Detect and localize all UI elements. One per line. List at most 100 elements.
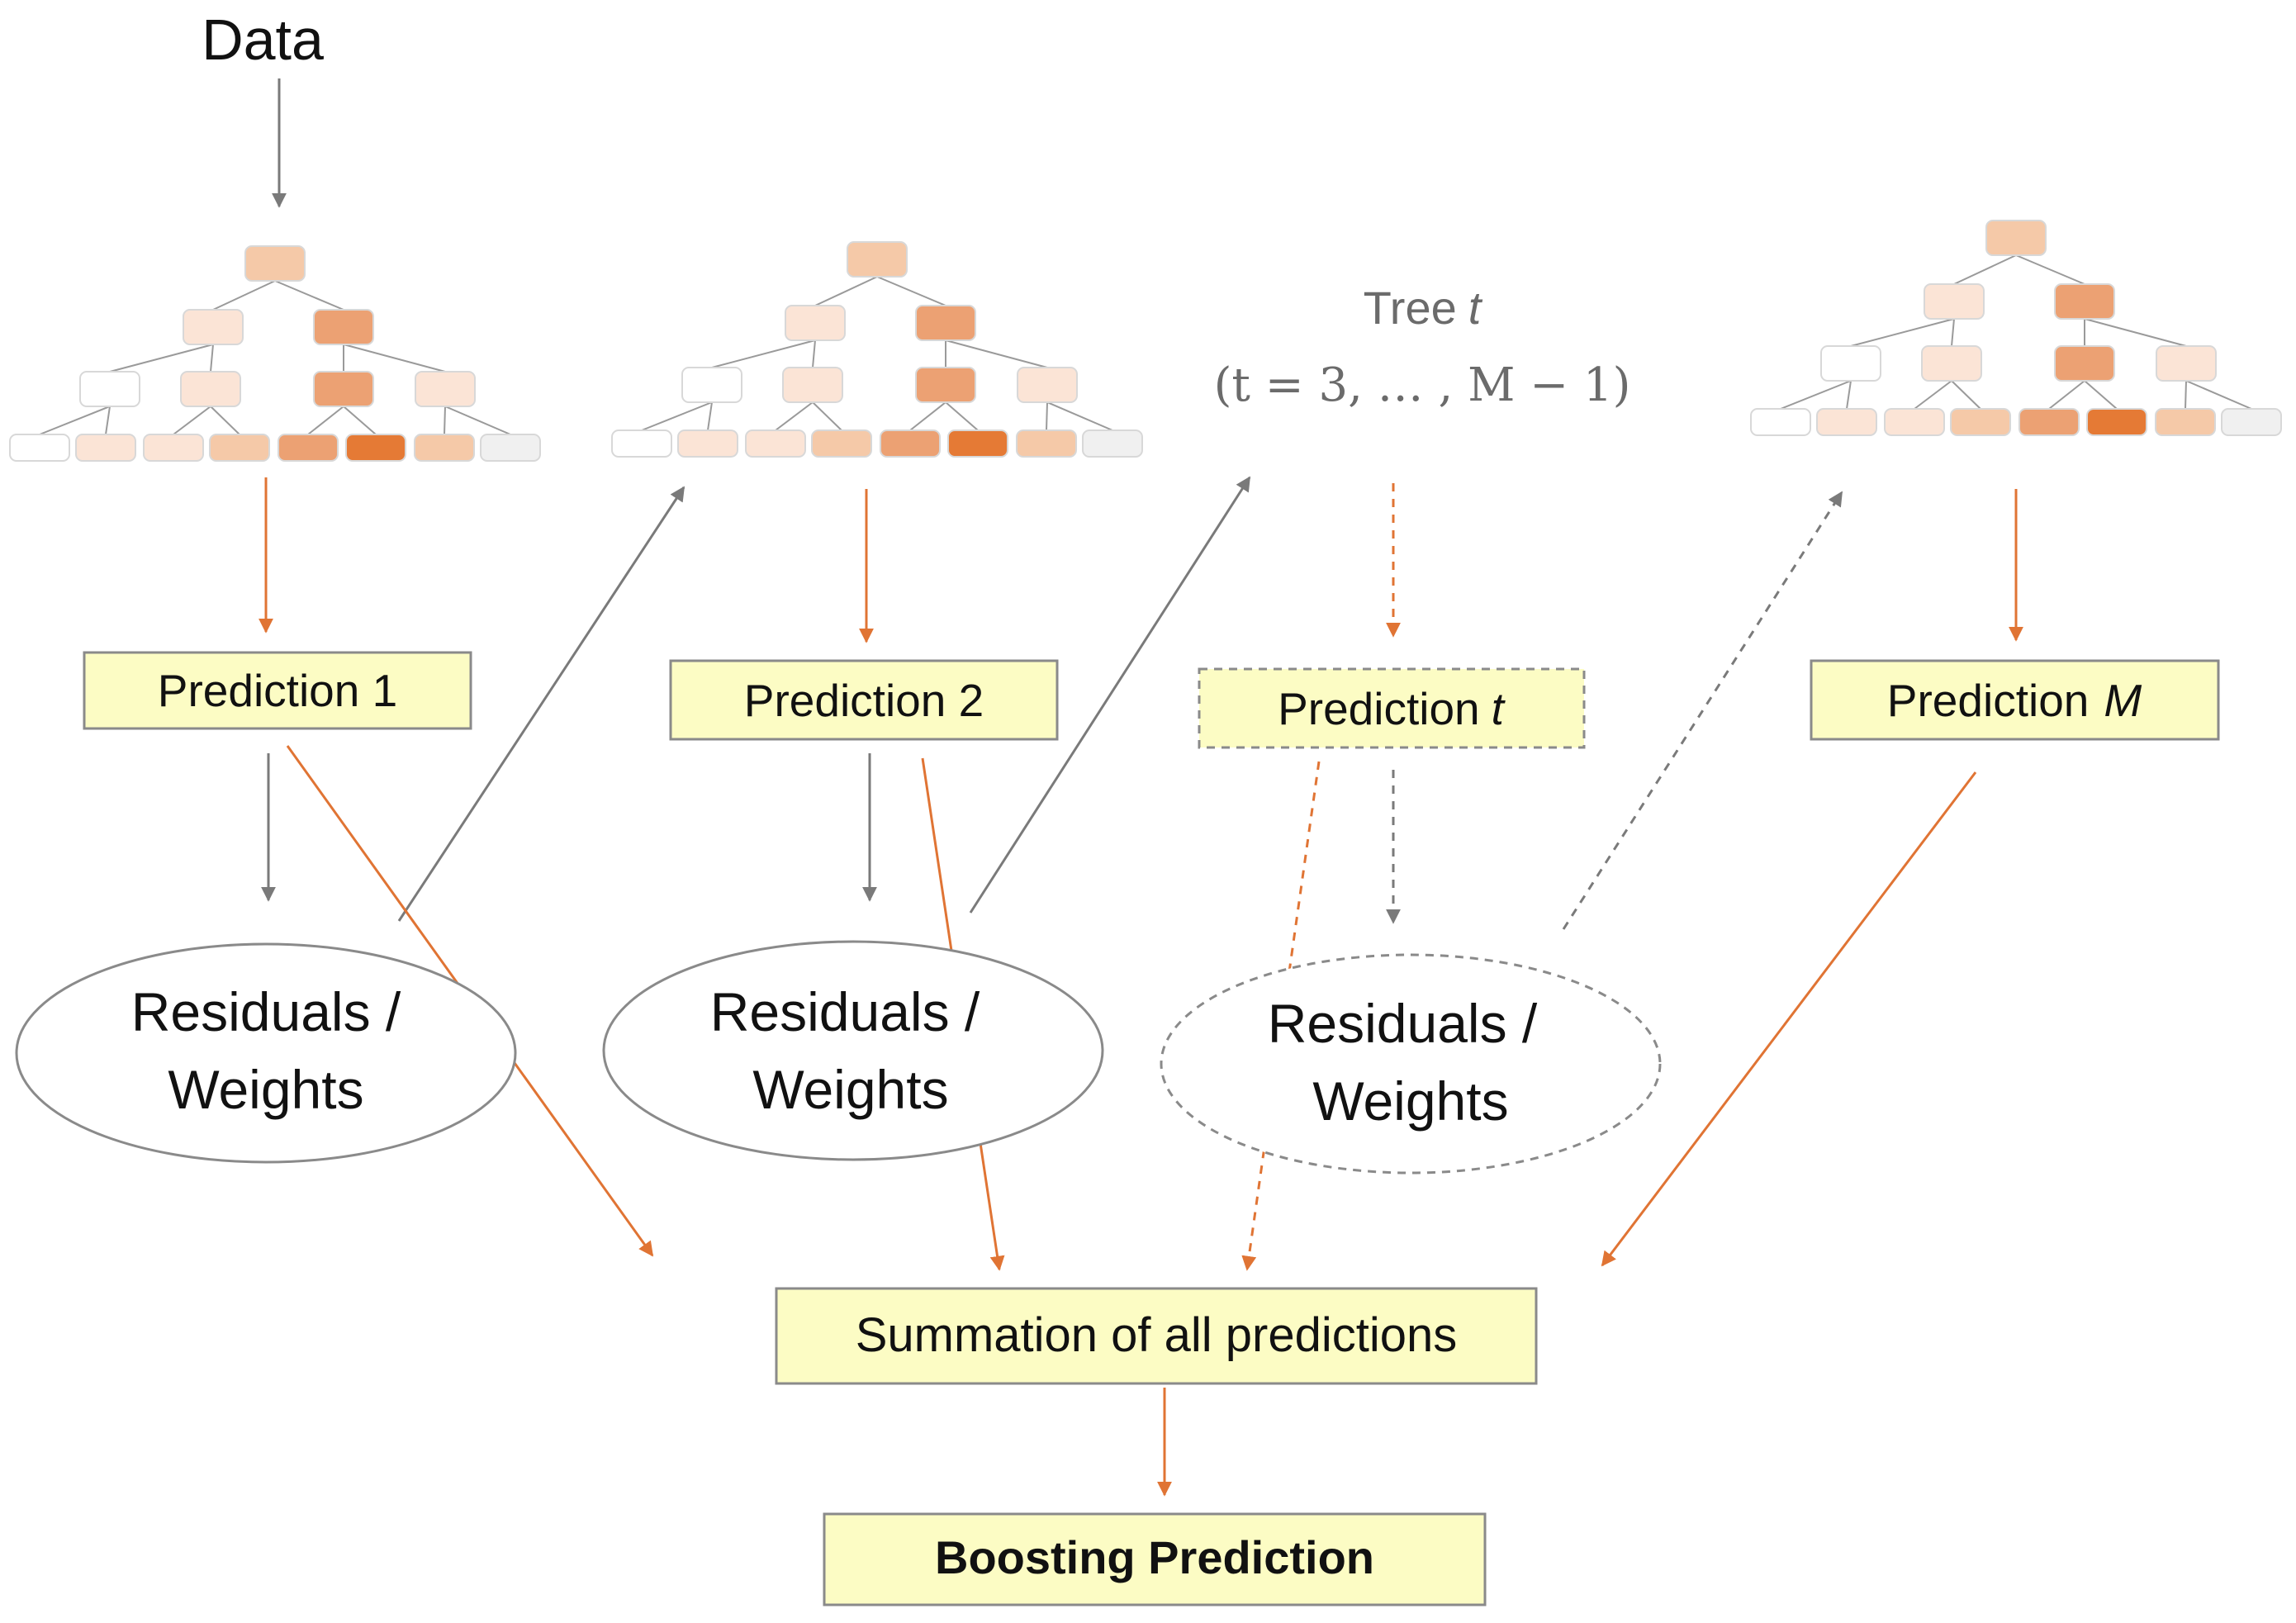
tree-leaf (880, 429, 941, 458)
tree-edge (2048, 380, 2085, 410)
residuals-weights-t: Residuals / Weights (1160, 953, 1662, 1175)
tree-t-word: Tree (1364, 282, 1457, 334)
tree-leaf (947, 429, 1008, 458)
tree-leaf (2086, 408, 2147, 436)
tree-edge (2185, 380, 2252, 410)
tree-node (2156, 345, 2217, 382)
tree-node (2054, 345, 2115, 382)
tree-edge (1951, 318, 1955, 347)
prediction-box-2: Prediction 2 (669, 659, 1059, 741)
tree-edge (945, 339, 1048, 368)
tree-edge (814, 276, 878, 306)
tree-leaf (1750, 408, 1811, 436)
tree-node (782, 367, 843, 403)
tree-edge (343, 344, 446, 373)
tree-edge (641, 401, 713, 431)
tree-edge (1850, 318, 1955, 347)
residuals-weights-1: Residuals / Weights (15, 942, 517, 1164)
tree-edge (945, 401, 979, 431)
tree-edge (173, 406, 211, 435)
tree-edge (105, 406, 111, 435)
residuals-line1-2: Residuals / (710, 981, 980, 1042)
boosting-prediction-label: Boosting Prediction (935, 1531, 1374, 1583)
residuals-line2-t: Weights (1312, 1070, 1508, 1132)
prediction-label-1: Prediction 1 (158, 665, 397, 716)
tree-node (681, 367, 742, 403)
tree-node (2054, 283, 2115, 320)
tree-edge (2084, 318, 2187, 347)
tree-node-root (244, 245, 306, 282)
tree-node (915, 305, 976, 341)
tree-node (785, 305, 846, 341)
tree-node (79, 371, 140, 407)
tree-edge (307, 406, 344, 435)
tree-leaf (2018, 408, 2080, 436)
decision-tree-2 (611, 241, 1143, 458)
tree-edge (1953, 254, 2017, 285)
tree-edge (1951, 380, 1981, 410)
tree-edge (444, 406, 511, 435)
tree-leaf (1950, 408, 2011, 436)
tree-leaf (75, 434, 136, 462)
arrow-rest-to-treem (1562, 491, 1843, 930)
tree-leaf (1016, 429, 1077, 458)
tree-edge (39, 406, 111, 435)
prediction-label-2: Prediction 2 (744, 675, 984, 726)
tree-leaf (209, 434, 270, 462)
tree-edge (210, 344, 214, 373)
tree-node (1820, 345, 1881, 382)
tree-node (915, 367, 976, 403)
tree-leaf (611, 429, 672, 458)
boosting-prediction-box: Boosting Prediction (823, 1512, 1487, 1606)
tree-node (313, 309, 374, 345)
prediction-box-1: Prediction 1 (83, 651, 472, 730)
tree-node (1017, 367, 1078, 403)
tree-node (1924, 283, 1985, 320)
residuals-line1-t: Residuals / (1268, 993, 1538, 1054)
tree-node (183, 309, 244, 345)
arrows (259, 78, 2023, 1497)
tree-edge (2015, 254, 2085, 285)
tree-node-root (1985, 220, 2047, 256)
data-label: Data (202, 7, 324, 72)
tree-edge (444, 406, 446, 435)
tree-leaf (811, 429, 872, 458)
tree-edge (1046, 401, 1048, 431)
tree-edge (343, 406, 377, 435)
tree-edge (909, 401, 946, 431)
tree-edge (1046, 401, 1113, 431)
residuals-weights-2: Residuals / Weights (602, 940, 1104, 1161)
decision-tree-m (1750, 220, 2282, 436)
tree-t-range: (t = 3, … , M − 1) (1214, 358, 1631, 412)
tree-leaf (2221, 408, 2282, 436)
tree-edge (1914, 380, 1952, 410)
tree-edge (775, 401, 814, 431)
tree-edge (1780, 380, 1852, 410)
residuals-line2-2: Weights (752, 1059, 948, 1120)
tree-edge (812, 401, 842, 431)
tree-edge (212, 280, 276, 311)
residuals-line1-1: Residuals / (131, 981, 401, 1042)
tree-edge (109, 344, 214, 373)
arrow-res2-to-treet (969, 476, 1251, 914)
tree-edge (1846, 380, 1852, 410)
tree-leaf (1082, 429, 1143, 458)
tree-edge (876, 276, 946, 306)
residuals-line2-1: Weights (168, 1059, 363, 1120)
arrow-res1-to-tree2 (397, 486, 685, 922)
tree-leaf (9, 434, 70, 462)
summation-box: Summation of all predictions (775, 1287, 1538, 1385)
tree-leaf (480, 434, 541, 462)
tree-node (415, 371, 476, 407)
tree-edge (2185, 380, 2187, 410)
summation-label: Summation of all predictions (856, 1308, 1458, 1362)
tree-edge (711, 339, 816, 368)
tree-leaf (414, 434, 475, 462)
